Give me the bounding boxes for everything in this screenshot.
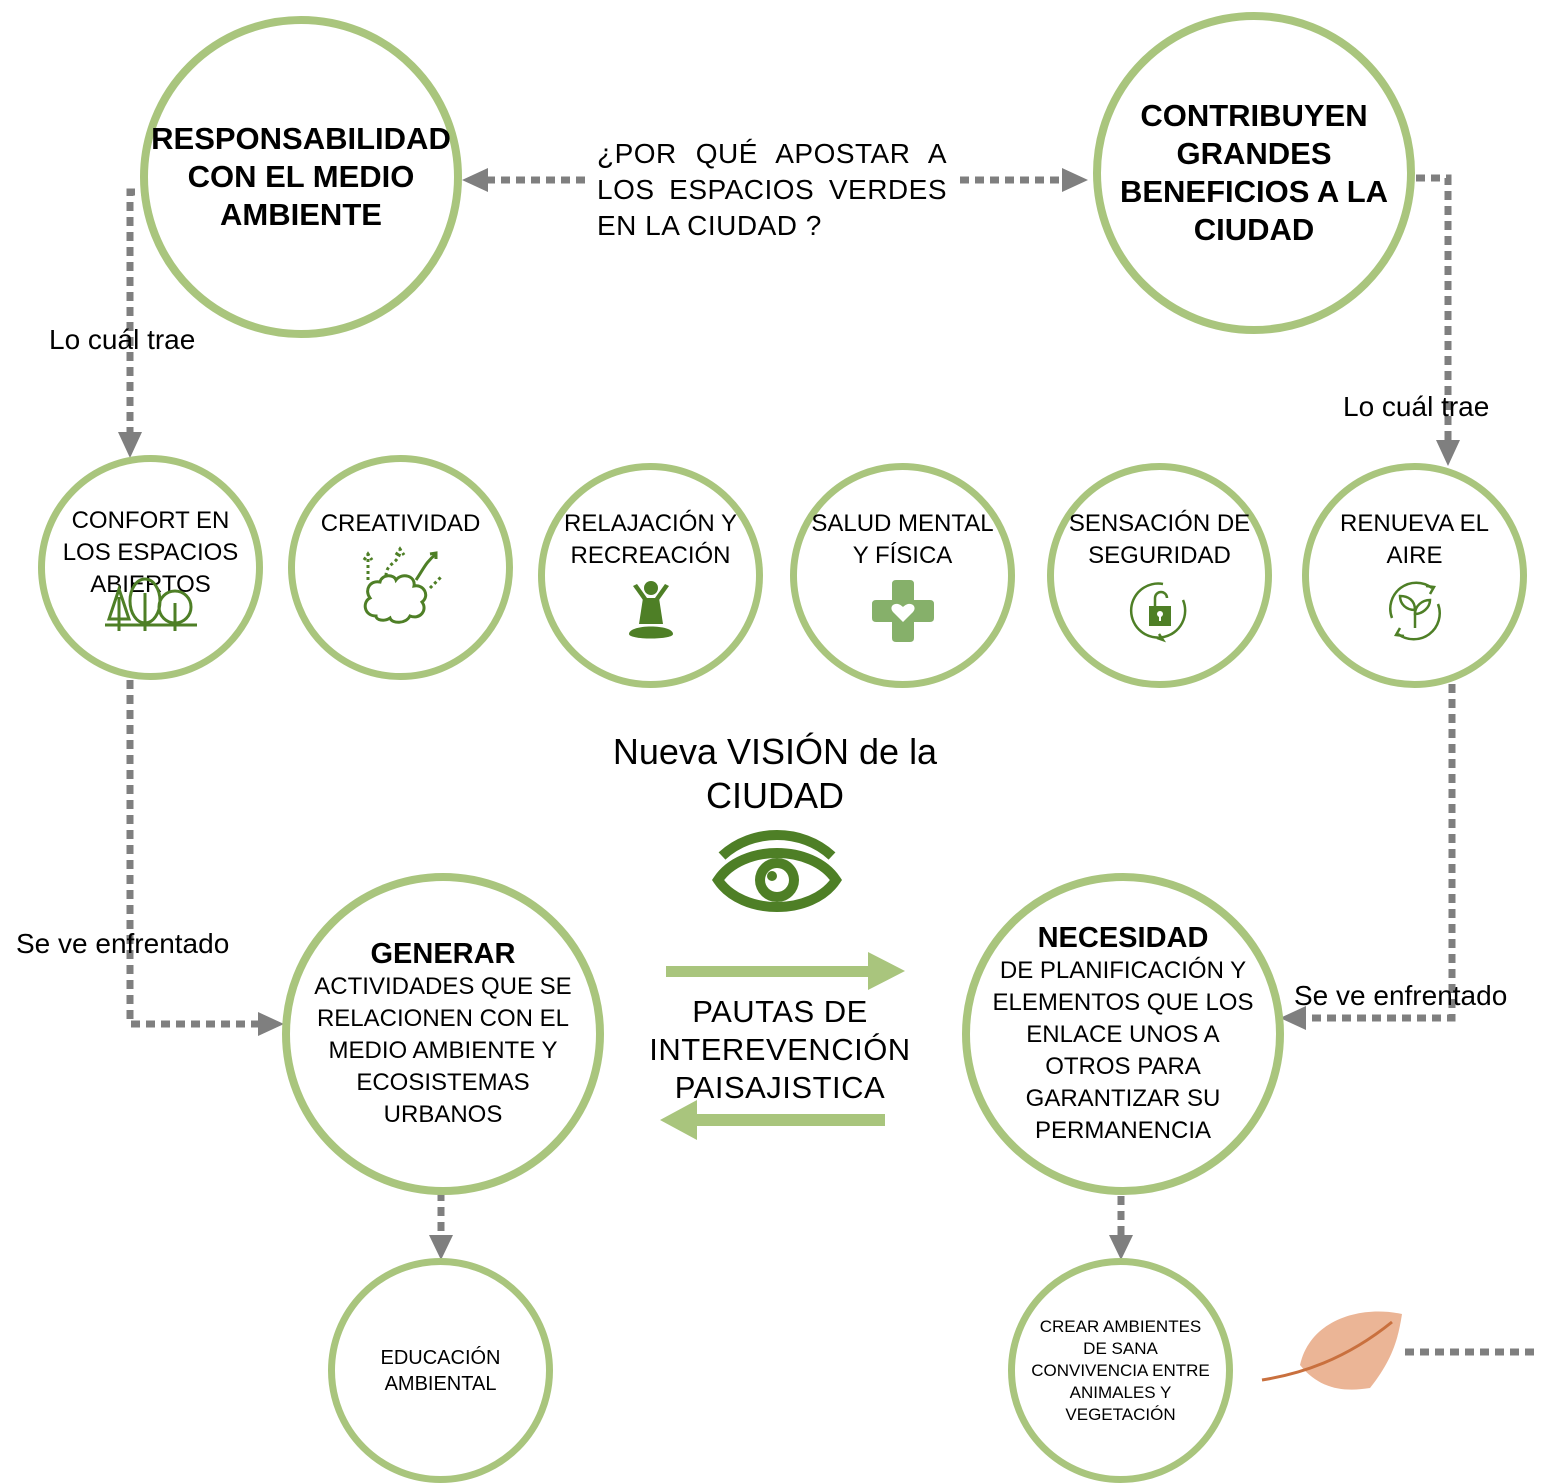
educacion-circle: EDUCACIÓN AMBIENTAL xyxy=(328,1258,553,1483)
trees-icon xyxy=(104,577,197,631)
crear-circle: CREAR AMBIENTES DE SANA CONVIVENCIA ENTR… xyxy=(1008,1258,1233,1483)
responsabilidad-line-2: CON EL MEDIO xyxy=(187,159,415,194)
crear-line-3: CONVIVENCIA ENTRE xyxy=(1031,1360,1210,1380)
educacion-line-1: EDUCACIÓN xyxy=(380,1346,501,1369)
health-cross-icon xyxy=(871,579,934,642)
arrowhead-down-confort xyxy=(118,432,142,458)
seguridad-line-1: SENSACIÓN DE xyxy=(1068,509,1251,537)
left-trae-label: Lo cuál trae xyxy=(49,324,196,355)
generar-line-1: ACTIVIDADES QUE SE xyxy=(314,973,572,1000)
feather-icon xyxy=(1261,1311,1402,1390)
vision-pre: Nueva xyxy=(612,731,727,772)
necesidad-line-1: DE PLANIFICACIÓN Y xyxy=(999,957,1247,984)
salud-line-2: Y FÍSICA xyxy=(852,541,953,569)
generar-circle: GENERAR ACTIVIDADES QUE SE RELACIONEN CO… xyxy=(282,873,604,1195)
pautas-line-1: PAUTAS DE xyxy=(692,994,868,1029)
crear-line-5: VEGETACIÓN xyxy=(1065,1404,1176,1424)
confort-line-2: LOS ESPACIOS xyxy=(62,538,239,566)
dotted-connector-right-bottom xyxy=(1305,684,1456,1022)
arrowhead-down-renueva xyxy=(1436,440,1460,466)
generar-line-2: RELACIONEN CON EL xyxy=(316,1005,570,1032)
generar-line-4: ECOSISTEMAS xyxy=(356,1069,530,1096)
contribuyen-line-4: CIUDAD xyxy=(1193,212,1315,247)
responsabilidad-circle: RESPONSABILIDAD CON EL MEDIO AMBIENTE xyxy=(140,16,462,338)
creatividad-line-1: CREATIVIDAD xyxy=(320,509,481,537)
arrowhead-down-crear xyxy=(1109,1235,1133,1260)
benefit-confort: CONFORT EN LOS ESPACIOS ABIERTOS xyxy=(38,455,263,680)
salud-line-1: SALUD MENTAL xyxy=(811,509,994,537)
responsabilidad-line-1: RESPONSABILIDAD xyxy=(151,121,451,156)
renueva-line-2: AIRE xyxy=(1386,541,1443,569)
left-enfrentado-label: Se ve enfrentado xyxy=(16,928,230,959)
confort-line-3: ABIERTOS xyxy=(90,570,211,598)
relajacion-line-1: RELAJACIÓN Y xyxy=(564,509,737,537)
necesidad-line-6: PERMANENCIA xyxy=(1034,1117,1212,1144)
relajacion-line-2: RECREACIÓN xyxy=(570,541,731,569)
necesidad-line-3: ENLACE UNOS A xyxy=(1026,1021,1220,1048)
contribuyen-circle: CONTRIBUYEN GRANDES BENEFICIOS A LA CIUD… xyxy=(1093,12,1415,334)
crear-line-1: CREAR AMBIENTES xyxy=(1039,1316,1202,1336)
crear-line-4: ANIMALES Y xyxy=(1069,1382,1172,1402)
generar-line-3: MEDIO AMBIENTE Y xyxy=(328,1037,558,1064)
dotted-connector-right-top xyxy=(1416,174,1452,440)
contribuyen-line-3: BENEFICIOS A LA xyxy=(1119,174,1389,209)
necesidad-circle: NECESIDAD DE PLANIFICACIÓN Y ELEMENTOS Q… xyxy=(962,873,1284,1195)
responsabilidad-line-3: AMBIENTE xyxy=(220,197,382,232)
generar-title: GENERAR xyxy=(370,938,516,970)
vision-bold-1: VISIÓN xyxy=(726,731,850,772)
benefit-seguridad: SENSACIÓN DE SEGURIDAD xyxy=(1047,463,1272,688)
big-arrow-right xyxy=(666,952,905,990)
vision-mid: de la xyxy=(849,731,938,772)
arrowhead-right-question xyxy=(1062,168,1088,192)
right-trae-label: Lo cuál trae xyxy=(1343,391,1490,422)
pautas-line-2: INTEREVENCIÓN xyxy=(649,1032,911,1067)
arrowhead-left-necesidad xyxy=(1280,1006,1306,1030)
necesidad-line-2: ELEMENTOS QUE LOS xyxy=(992,989,1254,1016)
arrowhead-left-question xyxy=(462,168,488,192)
benefit-creatividad: CREATIVIDAD xyxy=(288,455,513,680)
seguridad-line-2: SEGURIDAD xyxy=(1088,541,1231,569)
necesidad-line-4: OTROS PARA xyxy=(1045,1053,1201,1080)
generar-line-5: URBANOS xyxy=(383,1101,503,1128)
dotted-connector-left-bottom xyxy=(126,680,258,1028)
crear-line-2: DE SANA xyxy=(1083,1338,1158,1358)
pautas-line-3: PAISAJISTICA xyxy=(674,1070,886,1105)
necesidad-title: NECESIDAD xyxy=(1037,922,1209,954)
padlock-icon xyxy=(1129,581,1186,642)
renueva-line-1: RENUEVA EL xyxy=(1340,509,1489,537)
benefit-salud: SALUD MENTAL Y FÍSICA xyxy=(790,463,1015,688)
dotted-connector-left-top xyxy=(126,188,150,432)
arrowhead-down-educacion xyxy=(429,1235,453,1260)
brain-icon xyxy=(362,545,443,624)
vision-bold-2: CIUDAD xyxy=(705,775,844,816)
contribuyen-line-1: CONTRIBUYEN xyxy=(1140,98,1368,133)
benefit-renueva: RENUEVA EL AIRE xyxy=(1302,463,1527,688)
arrowhead-right-generar xyxy=(258,1012,284,1036)
plant-cycle-icon xyxy=(1388,580,1441,641)
question-text: ¿POR QUÉ APOSTAR A LOS ESPACIOS VERDES E… xyxy=(597,138,947,241)
confort-line-1: CONFORT EN xyxy=(71,506,230,534)
educacion-line-2: AMBIENTAL xyxy=(384,1372,497,1395)
benefit-relajacion: RELAJACIÓN Y RECREACIÓN xyxy=(538,463,763,688)
right-enfrentado-label: Se ve enfrentado xyxy=(1294,980,1508,1011)
necesidad-line-5: GARANTIZAR SU xyxy=(1025,1085,1221,1112)
big-arrow-left xyxy=(660,1100,885,1140)
eye-icon xyxy=(712,830,842,912)
vision-title: Nueva VISIÓN de la CIUDAD xyxy=(560,730,990,818)
meditation-icon xyxy=(628,580,673,638)
contribuyen-line-2: GRANDES xyxy=(1176,136,1332,171)
pautas-label: PAUTAS DE INTEREVENCIÓN PAISAJISTICA xyxy=(630,993,930,1107)
